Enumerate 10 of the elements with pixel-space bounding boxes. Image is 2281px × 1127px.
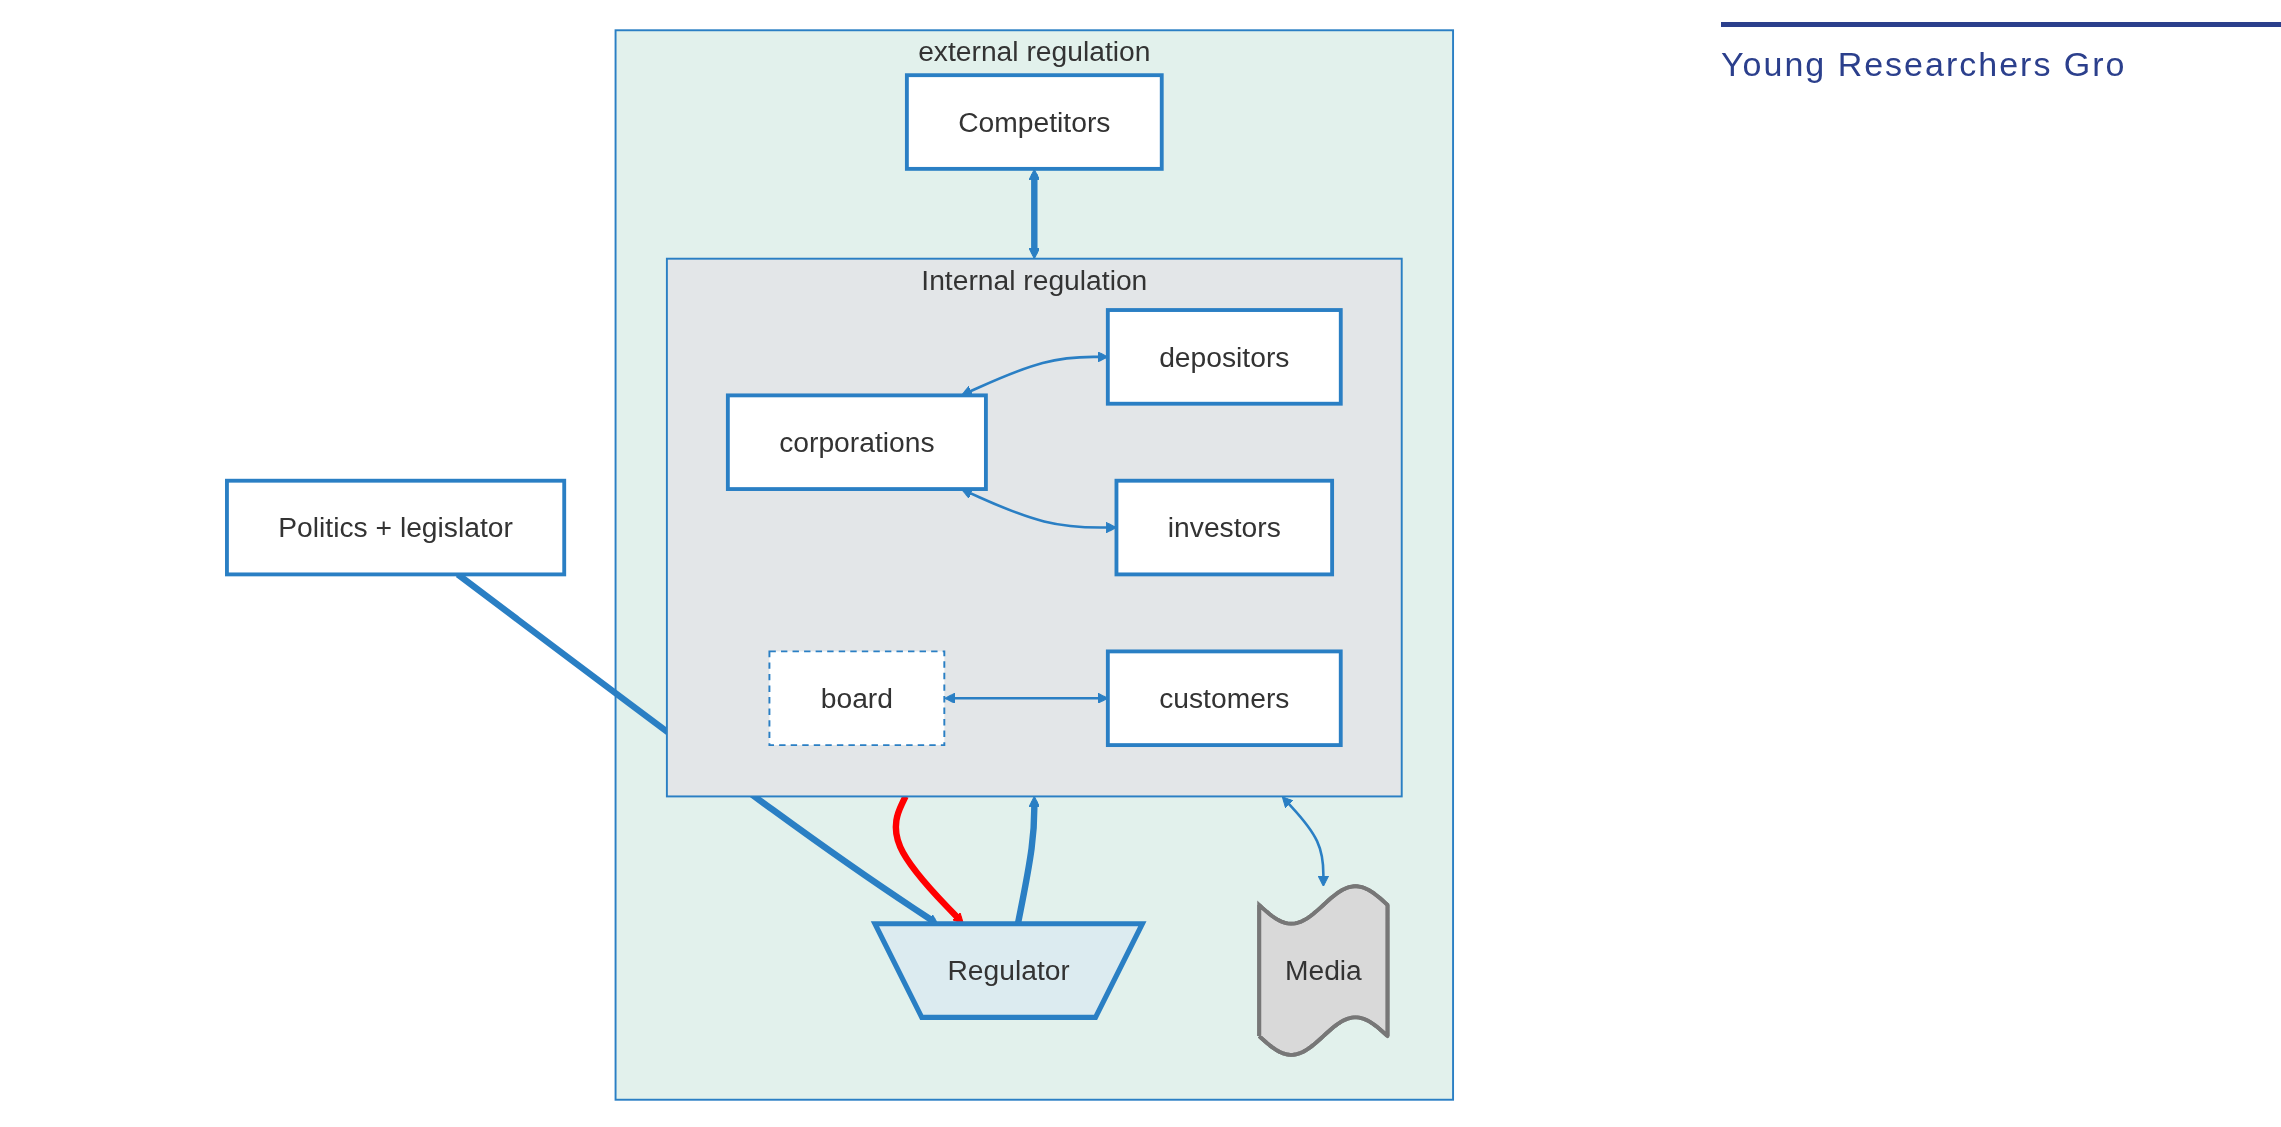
arrow bbox=[1281, 796, 1329, 887]
arrow bbox=[1028, 168, 1040, 260]
node-box: customers bbox=[1105, 649, 1343, 747]
node-box: corporations bbox=[725, 393, 988, 491]
node-box: depositors bbox=[1105, 308, 1343, 406]
node-box: board bbox=[768, 650, 946, 747]
node-box: Politics + legislator bbox=[225, 478, 567, 577]
node-box: investors bbox=[1114, 478, 1335, 577]
group-heading: Young Researchers Gro bbox=[1721, 22, 2281, 84]
node-box: Competitors bbox=[904, 73, 1164, 171]
